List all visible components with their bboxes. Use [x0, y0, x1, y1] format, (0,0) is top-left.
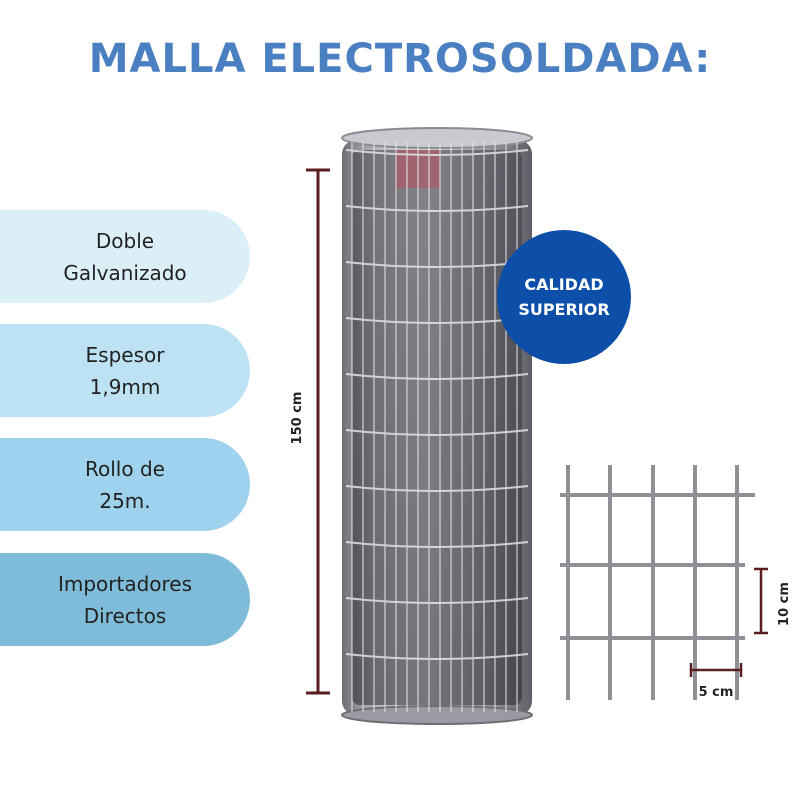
mesh-horizontal-dimension: [689, 663, 743, 677]
feature-line: Galvanizado: [63, 260, 187, 285]
height-label: 150 cm: [290, 392, 305, 445]
feature-line: Doble: [95, 228, 155, 253]
feature-line: 25m.: [99, 488, 151, 513]
feature-line: 1,9mm: [89, 374, 161, 399]
feature-line: Directos: [83, 603, 167, 628]
feature-pill-espesor: Espesor 1,9mm: [0, 324, 250, 417]
feature-pill-importadores: Importadores Directos: [0, 553, 250, 646]
feature-line: Espesor: [85, 342, 165, 367]
mesh-horizontal-label: 5 cm: [699, 685, 734, 700]
height-dimension: [306, 168, 330, 695]
feature-line: Importadores: [57, 571, 193, 596]
feature-pill-galvanizado: Doble Galvanizado: [0, 210, 250, 303]
quality-badge: CALIDAD SUPERIOR: [497, 230, 631, 364]
mesh-vertical-dimension: [754, 567, 768, 635]
feature-pill-rollo: Rollo de 25m.: [0, 438, 250, 531]
mesh-vertical-label: 10 cm: [777, 582, 792, 626]
mesh-detail-image: [560, 465, 755, 700]
page-title: MALLA ELECTROSOLDADA:: [88, 36, 712, 82]
mesh-roll-image: [341, 127, 533, 725]
badge-line: SUPERIOR: [518, 300, 610, 319]
feature-line: Rollo de: [85, 456, 165, 481]
badge-line: CALIDAD: [524, 275, 604, 294]
